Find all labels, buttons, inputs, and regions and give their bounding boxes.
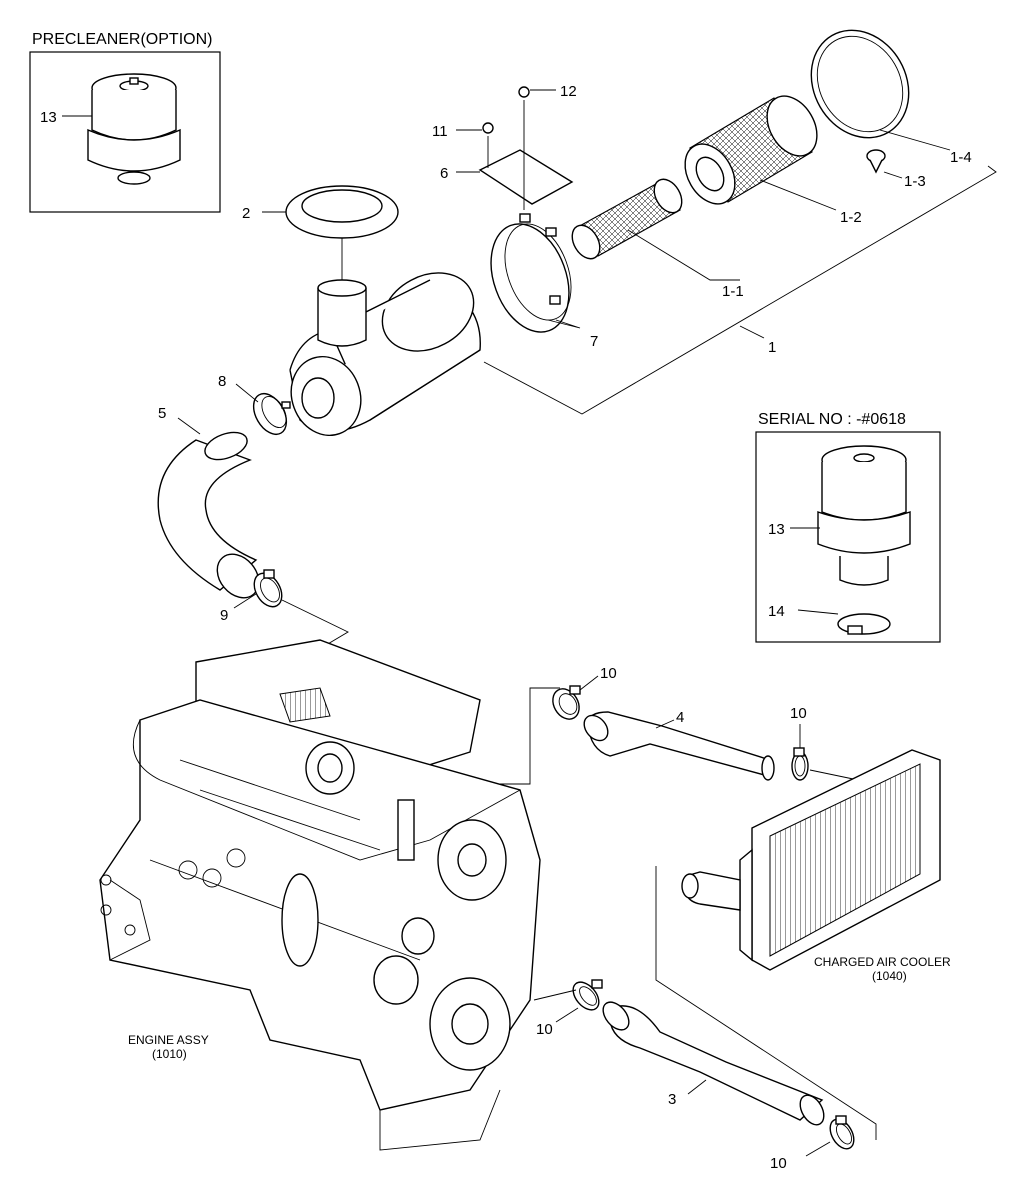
callout-1-2: 1-2 xyxy=(840,209,862,226)
callout-4: 4 xyxy=(676,709,684,726)
callout-10-b: 10 xyxy=(790,705,807,722)
precleaner-title: PRECLEANER(OPTION) xyxy=(32,31,212,48)
callout-1-4: 1-4 xyxy=(950,149,972,166)
outer-filter-element xyxy=(684,95,818,205)
callout-11: 11 xyxy=(432,123,448,140)
air-cleaner-housing xyxy=(289,272,481,437)
callout-10-c: 10 xyxy=(536,1021,553,1038)
callout-5: 5 xyxy=(158,405,166,422)
clamp-9 xyxy=(253,569,283,608)
cooler-name: CHARGED AIR COOLER xyxy=(814,955,951,969)
clamp-10-b xyxy=(791,747,809,781)
callout-13-serial: 13 xyxy=(768,521,785,538)
precleaner-option-box: PRECLEANER(OPTION) 13 xyxy=(29,31,221,213)
callout-10-a: 10 xyxy=(600,665,617,682)
callout-9: 9 xyxy=(220,607,228,624)
air-cleaner-cap xyxy=(285,185,399,282)
callout-13-option: 13 xyxy=(40,109,57,126)
precleaner-part-drawing xyxy=(87,73,181,185)
callout-7: 7 xyxy=(590,333,598,350)
leader-tube-3 xyxy=(655,866,877,1140)
bracket xyxy=(478,86,574,210)
clamp-8 xyxy=(252,393,291,435)
intake-hose-5 xyxy=(157,431,260,599)
charge-air-tube-3 xyxy=(602,1001,825,1126)
engine-assy-code: (1010) xyxy=(152,1047,187,1061)
callout-6: 6 xyxy=(440,165,448,182)
clamp-10-c xyxy=(572,979,603,1011)
engine-assy-name: ENGINE ASSY xyxy=(128,1033,209,1047)
evacuator-valve xyxy=(866,149,886,174)
callout-3: 3 xyxy=(668,1091,676,1108)
leader-tube-4 xyxy=(500,687,560,785)
clamp-10-a xyxy=(552,685,581,720)
serial-precleaner-drawing xyxy=(817,445,911,635)
callout-14: 14 xyxy=(768,603,785,620)
callout-1: 1 xyxy=(768,339,776,356)
callout-12: 12 xyxy=(560,83,577,100)
clamp-10-d xyxy=(829,1115,855,1150)
callout-2: 2 xyxy=(242,205,250,222)
serial-title: SERIAL NO : -#0618 xyxy=(758,411,906,428)
mounting-band xyxy=(490,213,572,333)
serial-precleaner-box: SERIAL NO : -#0618 13 14 xyxy=(755,411,941,643)
callout-1-3: 1-3 xyxy=(904,173,926,190)
callout-1-1: 1-1 xyxy=(722,283,744,300)
callout-8: 8 xyxy=(218,373,226,390)
charge-air-tube-4 xyxy=(583,711,775,781)
assembly-bracket-line xyxy=(483,165,997,415)
callout-10-d: 10 xyxy=(770,1155,787,1172)
engine-assy-drawing xyxy=(99,639,541,1151)
inner-filter-element xyxy=(571,178,683,260)
cooler-code: (1040) xyxy=(872,969,907,983)
charged-air-cooler-drawing xyxy=(681,749,941,971)
